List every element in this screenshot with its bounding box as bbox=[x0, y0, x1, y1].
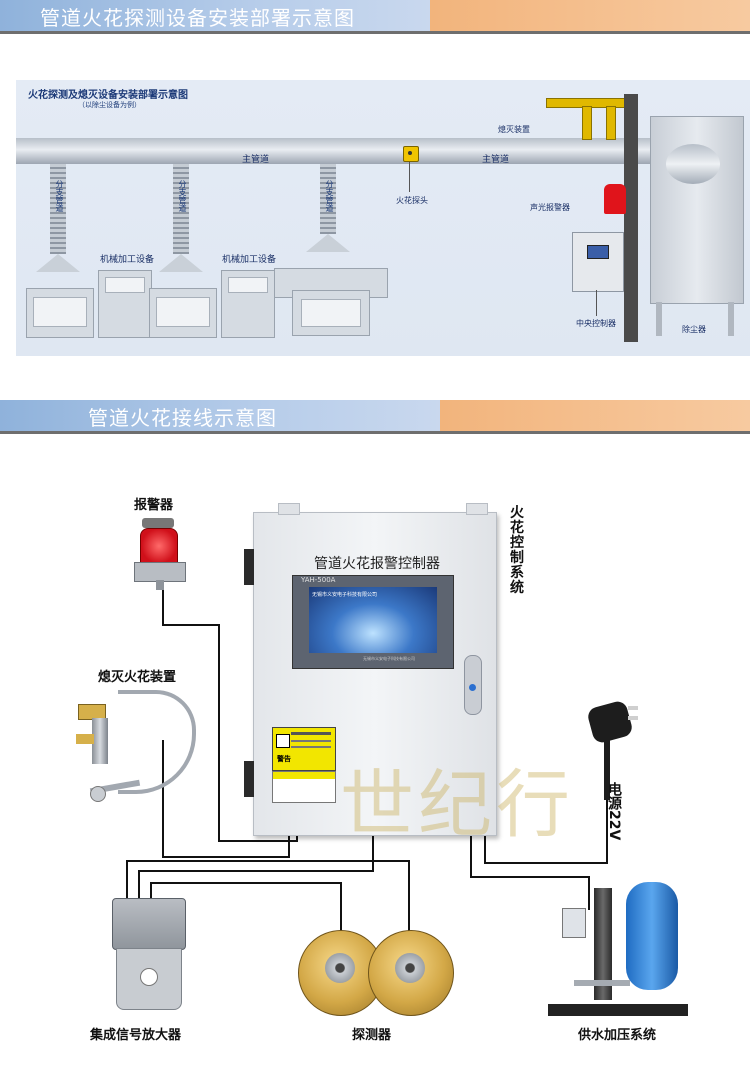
sound-light-alarm-icon bbox=[604, 184, 626, 214]
branch-pipe bbox=[320, 164, 336, 234]
controller-screen: YAH-500A 无锡市义安电子科技有限公司 无锡市义安电子科技有限公司 bbox=[292, 575, 454, 669]
detector-label: 探测器 bbox=[352, 1028, 392, 1043]
water-pump-system-icon bbox=[548, 880, 688, 1020]
watermark: 世纪行 bbox=[340, 762, 574, 848]
door-handle[interactable] bbox=[464, 655, 482, 715]
branch-pipe-label: 分支管道 bbox=[55, 180, 64, 212]
hinge bbox=[244, 549, 254, 585]
central-controller-icon bbox=[572, 232, 624, 292]
machine bbox=[292, 290, 370, 336]
diagram-heading: 火花探测及熄灭设备安装部署示意图 bbox=[28, 90, 188, 101]
model-label: YAH-500A bbox=[301, 576, 336, 584]
main-pipe-label: 主管道 bbox=[242, 155, 270, 165]
extinguisher-valve-icon bbox=[68, 690, 196, 808]
power-plug-icon bbox=[584, 699, 640, 800]
cabinet-title: 管道火花报警控制器 bbox=[314, 556, 440, 572]
banner-section-1: 管道火花探测设备安装部署示意图 bbox=[0, 0, 750, 34]
branch-pipe-label: 分支管道 bbox=[325, 180, 334, 212]
main-pipe bbox=[16, 138, 656, 164]
detector-icon bbox=[368, 930, 454, 1016]
side-label: 火花控制系统 bbox=[510, 505, 524, 596]
suction-hood bbox=[306, 234, 350, 252]
banner-section-2: 管道火花接线示意图 bbox=[0, 400, 750, 434]
extinguisher-label: 熄灭火花装置 bbox=[98, 670, 177, 685]
section-title: 管道火花接线示意图 bbox=[88, 406, 277, 430]
branch-pipe bbox=[173, 164, 189, 254]
alarm-label: 声光报警器 bbox=[530, 203, 570, 212]
extinguisher-label: 熄灭装置 bbox=[498, 125, 530, 134]
wall bbox=[624, 94, 638, 342]
controller-label: 中央控制器 bbox=[576, 319, 616, 328]
alarm-controller-cabinet: 管道火花报警控制器 YAH-500A 无锡市义安电子科技有限公司 无锡市义安电子… bbox=[244, 503, 497, 836]
machine bbox=[221, 270, 275, 338]
alarm-label: 报警器 bbox=[134, 498, 174, 513]
machine bbox=[26, 288, 94, 338]
branch-pipe bbox=[50, 164, 66, 254]
spark-probe-label: 火花探头 bbox=[396, 196, 428, 205]
info-sticker bbox=[272, 771, 336, 803]
diagram-subheading: （以除尘设备为例） bbox=[78, 101, 141, 109]
dust-collector-label: 除尘器 bbox=[682, 325, 706, 334]
warning-text: 警告 bbox=[277, 755, 291, 763]
screen-company: 无锡市义安电子科技有限公司 bbox=[312, 592, 378, 598]
section-title: 管道火花探测设备安装部署示意图 bbox=[40, 6, 355, 30]
alarm-beacon-icon bbox=[130, 518, 188, 590]
hinge bbox=[244, 761, 254, 797]
pump-label: 供水加压系统 bbox=[578, 1028, 657, 1043]
main-pipe-label: 主管道 bbox=[482, 155, 510, 165]
deployment-diagram: 火花探测及熄灭设备安装部署示意图 （以除尘设备为例） 主管道 主管道 分支管道 … bbox=[16, 80, 750, 356]
machine-label: 机械加工设备 bbox=[222, 255, 277, 265]
screen-footer: 无锡市义安电子科技有限公司 bbox=[363, 656, 415, 661]
warning-sticker: 警告 bbox=[272, 727, 336, 771]
suction-hood bbox=[159, 254, 203, 272]
machine bbox=[98, 270, 152, 338]
branch-pipe-label: 分支管道 bbox=[178, 180, 187, 212]
power-label: 电源22V bbox=[606, 782, 622, 841]
machine bbox=[149, 288, 217, 338]
amplifier-label: 集成信号放大器 bbox=[90, 1028, 182, 1043]
machine-label: 机械加工设备 bbox=[100, 255, 155, 265]
suction-hood bbox=[36, 254, 80, 272]
signal-amplifier-icon bbox=[112, 898, 186, 1016]
